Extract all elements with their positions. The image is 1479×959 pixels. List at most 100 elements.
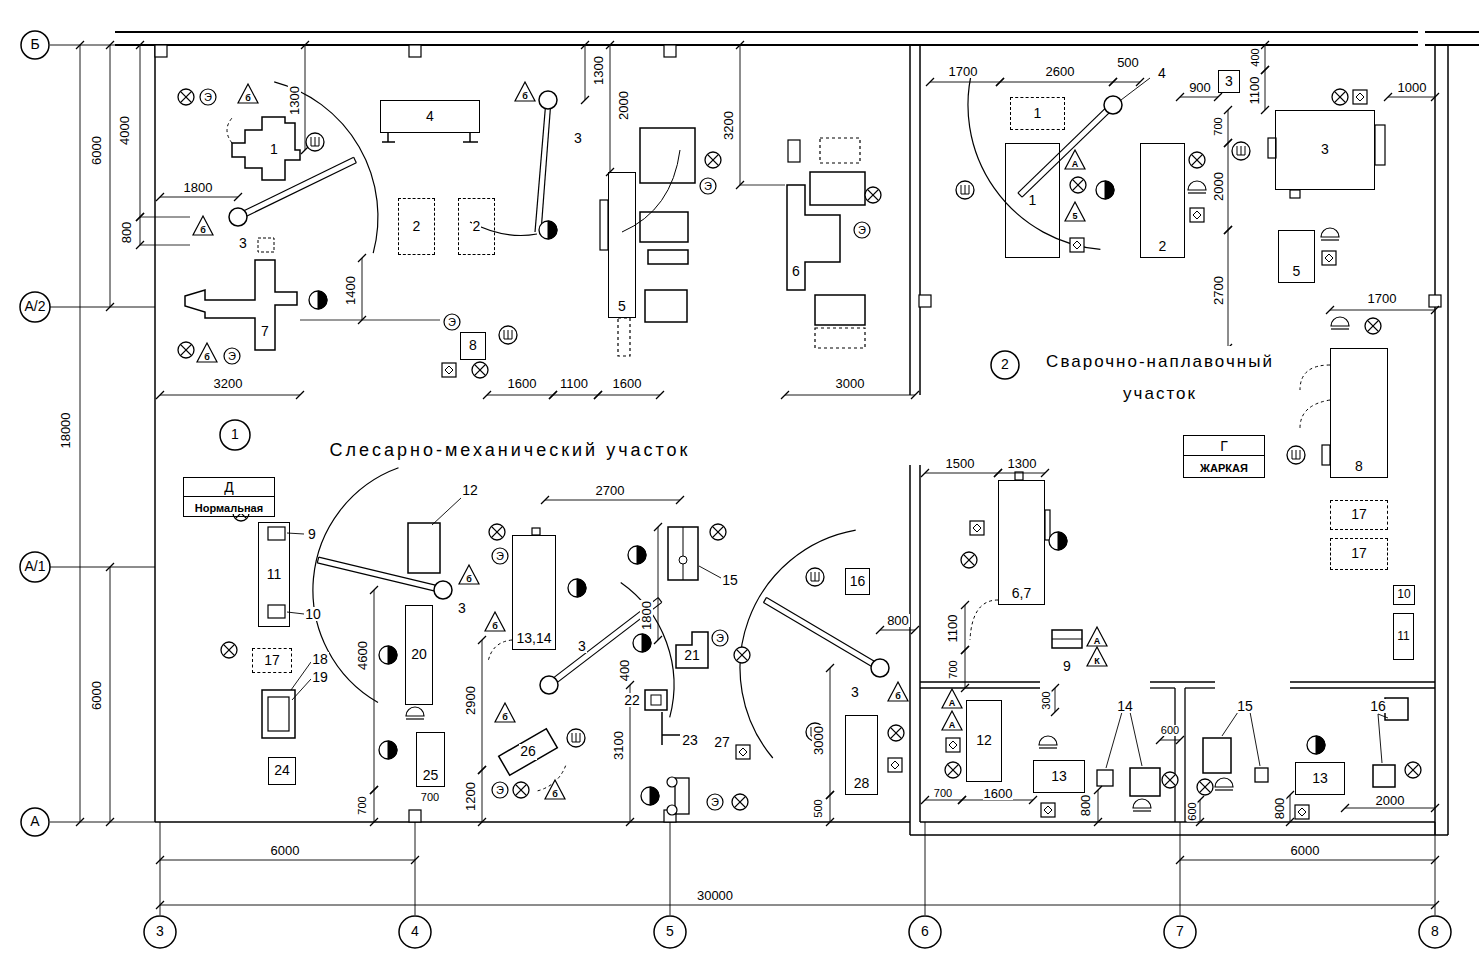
dimension-value: 3200 (213, 377, 244, 390)
dimension-tick (996, 78, 1004, 86)
dimension-value: 1600 (983, 787, 1014, 800)
item-number: 10 (1396, 588, 1411, 601)
item-number: 24 (273, 763, 291, 778)
axis-line (670, 822, 671, 915)
dimension-value: 2000 (1211, 171, 1224, 202)
bubble-circle (21, 808, 49, 836)
dimension-tick (1261, 66, 1269, 74)
category-name: ЖАРКАЯ (1184, 462, 1264, 474)
air-outlet-symbol (1096, 181, 1114, 199)
crane-reach-arc (274, 82, 378, 253)
dimension-value: 3200 (721, 110, 734, 141)
socket-symbol (1356, 93, 1364, 101)
dimension-tick (1224, 139, 1232, 147)
marker-triangle (197, 343, 217, 362)
dimension-line (1160, 740, 1180, 741)
callout-number: 9 (307, 527, 317, 541)
column (919, 295, 931, 307)
wall (1425, 44, 1479, 46)
equipment-outline (408, 523, 440, 573)
dimension-tick (296, 391, 304, 399)
dimension-value: 1300 (1007, 457, 1038, 470)
lamp-symbol (1191, 154, 1202, 165)
callout-number: 18 (311, 652, 329, 666)
dimension-value: 600 (1160, 725, 1180, 736)
dimension-value: 2000 (1375, 794, 1406, 807)
lamp-symbol (865, 187, 881, 203)
air-outlet-symbol (637, 546, 646, 564)
vent-symbol (811, 581, 819, 582)
equipment-box: 13 (1033, 760, 1085, 793)
socket-symbol (891, 761, 899, 769)
lamp-symbol (1197, 779, 1213, 795)
dimension-line (962, 800, 1033, 801)
lamp-symbol (705, 152, 721, 168)
equipment-box: 20 (405, 605, 433, 705)
machine-outline (676, 632, 708, 668)
dimension-tick (541, 496, 549, 504)
bubble-circle (220, 420, 250, 450)
equipment-box: 7 (259, 324, 271, 340)
zone-number: 1 (219, 419, 251, 451)
dimension-value: 1000 (1397, 81, 1428, 94)
air-outlet-symbol (1307, 736, 1325, 754)
dimension-tick (1176, 93, 1184, 101)
column (409, 810, 421, 822)
dimension-value: 2000 (616, 90, 629, 121)
vent-symbol (961, 185, 962, 194)
lamp-symbol (178, 89, 194, 105)
vent-symbol (306, 133, 324, 151)
equipment-box: 5 (608, 172, 636, 318)
socket-symbol (1353, 90, 1367, 104)
vent-symbol (576, 733, 577, 742)
marker-triangle (1087, 647, 1107, 666)
axis-bubble: 4 (398, 915, 432, 949)
outlet-letter: Э (496, 785, 504, 796)
extension-line (740, 185, 785, 186)
marker-letter: б (552, 790, 558, 799)
axis-bubble: 6 (908, 915, 942, 949)
lamp-symbol (947, 764, 958, 775)
hoist-pivot (539, 91, 557, 109)
leader-line (432, 498, 461, 525)
dimension-value: 4600 (355, 640, 368, 671)
area-title: Слесарно-механический участок (329, 441, 692, 459)
callout-number: 3 (238, 236, 248, 250)
equipment-outline (651, 695, 661, 705)
equipment-box: 13,14 (512, 535, 556, 650)
lamp-symbol (180, 344, 191, 355)
lamp-symbol (1189, 152, 1205, 168)
marker-triangle (888, 682, 908, 701)
air-outlet-symbol (641, 787, 659, 805)
crane-pivot (434, 581, 452, 599)
dimension-tick (136, 41, 144, 49)
lamp-symbol (712, 526, 723, 537)
outlet-symbol (492, 548, 508, 564)
air-outlet-symbol (379, 741, 397, 759)
vent-symbol (956, 181, 974, 199)
vent-symbol (806, 568, 824, 586)
lamp-symbol (474, 364, 485, 375)
door-swing (970, 600, 998, 640)
air-outlet-symbol (1049, 532, 1067, 550)
dimension-tick (1029, 796, 1037, 804)
air-outlet-symbol (642, 634, 651, 652)
dimension-line (110, 567, 111, 822)
dimension-value: 2600 (1045, 65, 1076, 78)
dimension-line (930, 82, 1000, 83)
vent-symbol (1287, 446, 1305, 464)
dimension-line (140, 45, 141, 217)
lamp-symbol (890, 727, 901, 738)
dimension-tick (876, 626, 884, 634)
callout-number: 27 (713, 735, 731, 749)
socket-symbol (1041, 803, 1055, 817)
outlet-letter: Э (704, 181, 712, 192)
outlet-letter: Э (496, 551, 504, 562)
water-point-symbol (1133, 799, 1151, 808)
door-swing (488, 640, 512, 662)
dimension-line (553, 395, 598, 396)
equipment-outline (648, 250, 688, 264)
item-number: 17 (1350, 507, 1368, 522)
dimension-line (362, 258, 363, 320)
bubble-circle (1419, 916, 1451, 948)
